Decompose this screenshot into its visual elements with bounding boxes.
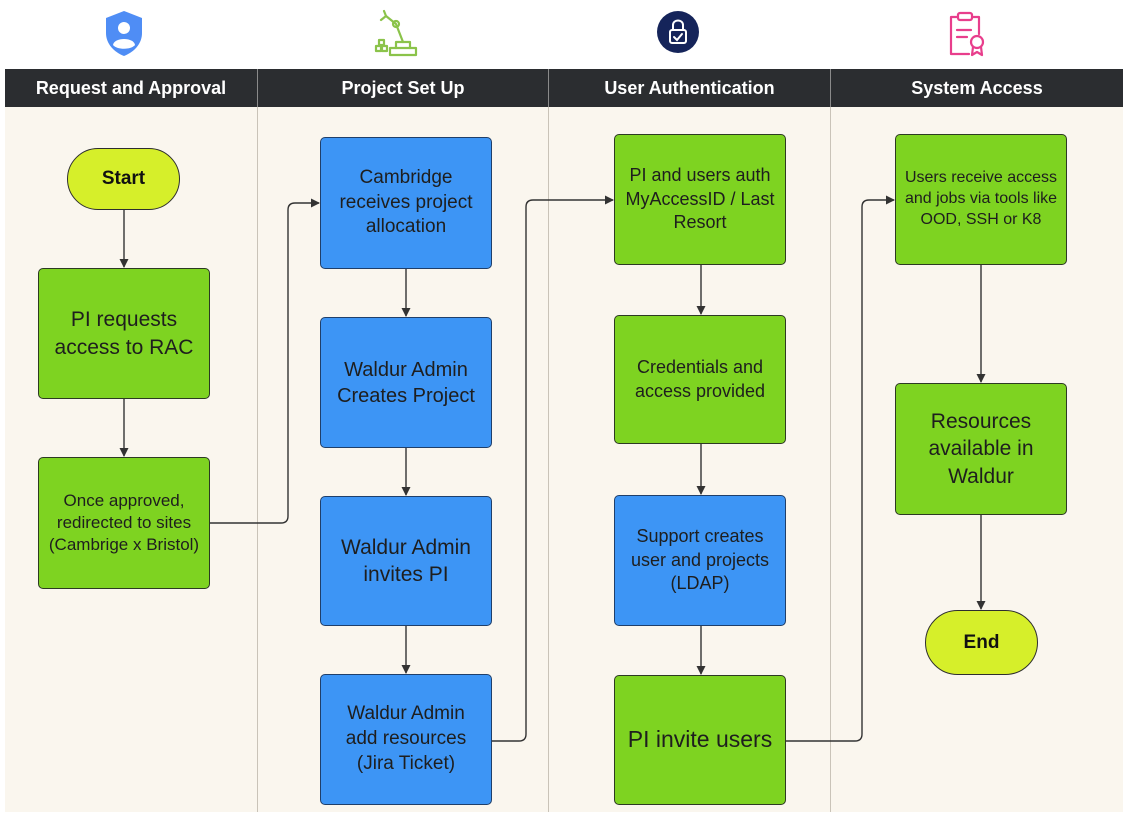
step-once-approved-redirected: Once approved, redirected to sites (Camb…: [38, 457, 210, 589]
step-waldur-admin-add-resources: Waldur Admin add resources (Jira Ticket): [320, 674, 492, 805]
lane-title-user-authentication: User Authentication: [549, 69, 831, 107]
padlock-icon: [655, 8, 701, 58]
swimlane-header-bar: Request and Approval Project Set Up User…: [5, 69, 1123, 107]
start-terminal: Start: [67, 148, 180, 210]
step-pi-invite-users: PI invite users: [614, 675, 786, 805]
connector-pi-invite-to-users-receive: [786, 195, 895, 742]
step-pi-users-auth: PI and users auth MyAccessID / Last Reso…: [614, 134, 786, 265]
step-users-receive-access: Users receive access and jobs via tools …: [895, 134, 1067, 265]
step-cambridge-receives-allocation: Cambridge receives project allocation: [320, 137, 492, 269]
step-resources-available-waldur: Resources available in Waldur: [895, 383, 1067, 515]
lane-title-project-setup: Project Set Up: [258, 69, 549, 107]
step-credentials-access-provided: Credentials and access provided: [614, 315, 786, 444]
robot-arm-icon: [372, 8, 418, 58]
connector-once-approved-to-cambridge: [210, 198, 320, 524]
lane-title-request-approval: Request and Approval: [5, 69, 258, 107]
lane-title-system-access: System Access: [911, 77, 1043, 98]
connector-add-resources-to-auth: [492, 195, 614, 742]
user-shield-icon: [101, 8, 147, 58]
step-waldur-admin-invites-pi: Waldur Admin invites PI: [320, 496, 492, 626]
step-waldur-admin-creates-project: Waldur Admin Creates Project: [320, 317, 492, 448]
step-pi-requests-access: PI requests access to RAC: [38, 268, 210, 399]
end-terminal: End: [925, 610, 1038, 675]
clipboard-certificate-icon: [943, 8, 989, 58]
step-support-creates-user-projects: Support creates user and projects (LDAP): [614, 495, 786, 626]
